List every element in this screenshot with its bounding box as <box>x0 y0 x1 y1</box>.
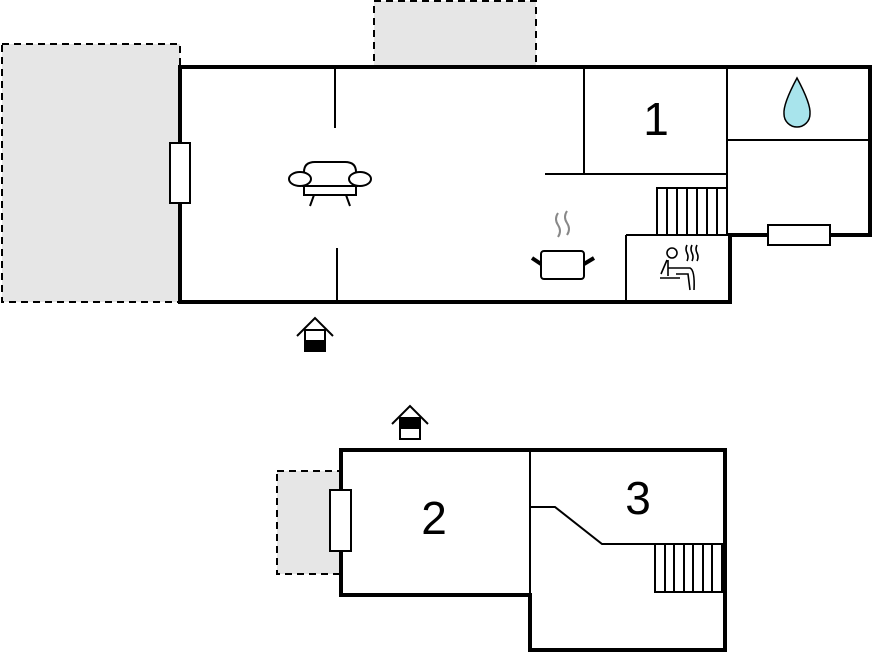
sauna-icon <box>660 244 699 291</box>
stairs-icon <box>656 187 728 236</box>
room-2-label: 2 <box>421 492 447 544</box>
terrace-area-top <box>373 0 537 68</box>
entrance-icon <box>296 316 334 352</box>
room-1-label: 1 <box>643 93 669 145</box>
window-icon <box>767 224 831 246</box>
entrance-icon <box>391 404 429 440</box>
terrace-area-left <box>1 43 181 303</box>
main-building-walls <box>178 65 872 304</box>
window-icon <box>169 142 191 204</box>
window-icon <box>329 489 352 552</box>
sofa-icon <box>288 161 372 207</box>
room-3-label: 3 <box>625 472 651 524</box>
water-drop-icon <box>783 76 811 128</box>
cooking-pot-icon <box>530 210 596 280</box>
lower-building-walls <box>339 448 727 652</box>
stairs-icon <box>654 543 723 593</box>
